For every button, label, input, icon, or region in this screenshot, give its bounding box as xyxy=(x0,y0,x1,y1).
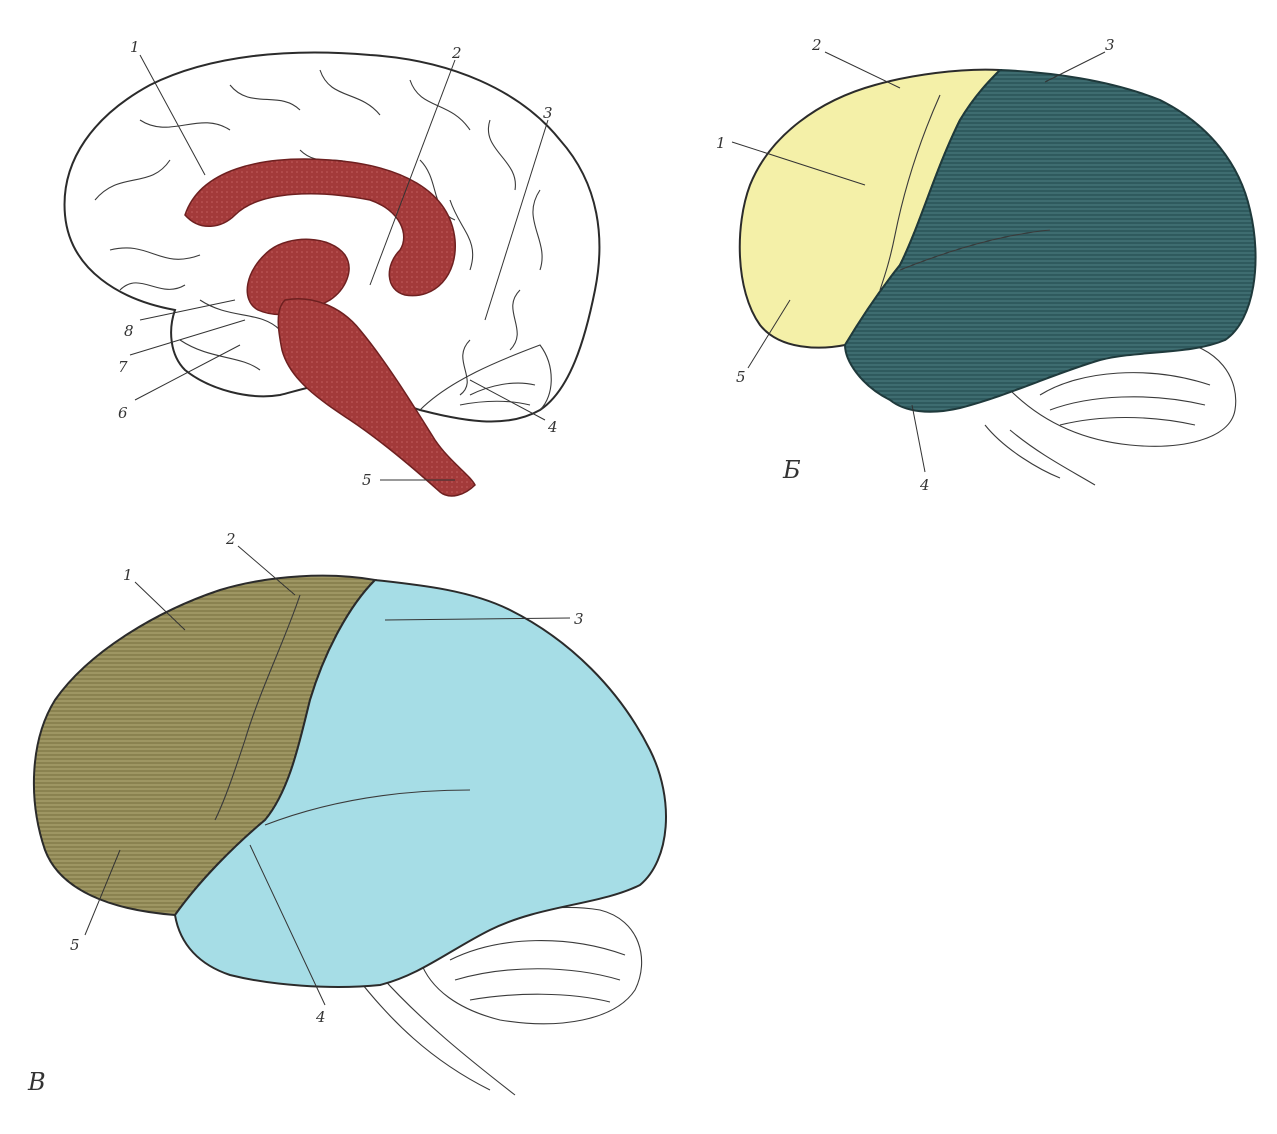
panel-a-label-7: 7 xyxy=(118,358,128,376)
panel-a-brainstem xyxy=(278,299,475,496)
panel-a-label-3: 3 xyxy=(543,104,553,122)
panel-a-cerebellum xyxy=(420,345,551,410)
panel-b-letter: Б xyxy=(782,456,801,484)
panel-c-label-2: 2 xyxy=(225,530,236,548)
panel-b-label-1: 1 xyxy=(716,134,726,152)
panel-a-label-8: 8 xyxy=(124,322,134,340)
panel-c-label-3: 3 xyxy=(574,610,584,628)
panel-b-lateral-brain: 2 3 1 5 4 Б xyxy=(716,36,1256,494)
panel-c-label-1: 1 xyxy=(123,566,133,584)
panel-c-brainstem xyxy=(355,975,515,1095)
panel-a-label-4: 4 xyxy=(547,418,558,436)
panel-c-lateral-brain: 1 2 3 5 4 В xyxy=(27,530,666,1096)
panel-b-label-4: 4 xyxy=(919,476,930,494)
panel-c-letter: В xyxy=(27,1068,46,1096)
panel-b-label-2: 2 xyxy=(811,36,822,54)
panel-b-label-3: 3 xyxy=(1105,36,1115,54)
panel-a-label-2: 2 xyxy=(451,44,462,62)
panel-b-label-5: 5 xyxy=(736,368,746,386)
panel-a-label-1: 1 xyxy=(130,38,140,56)
panel-a-medial-brain: 1 2 3 4 5 6 7 8 xyxy=(65,38,600,496)
panel-c-label-5: 5 xyxy=(70,936,80,954)
panel-a-label-5: 5 xyxy=(362,471,372,489)
panel-c-label-4: 4 xyxy=(315,1008,326,1026)
panel-a-label-6: 6 xyxy=(118,404,128,422)
